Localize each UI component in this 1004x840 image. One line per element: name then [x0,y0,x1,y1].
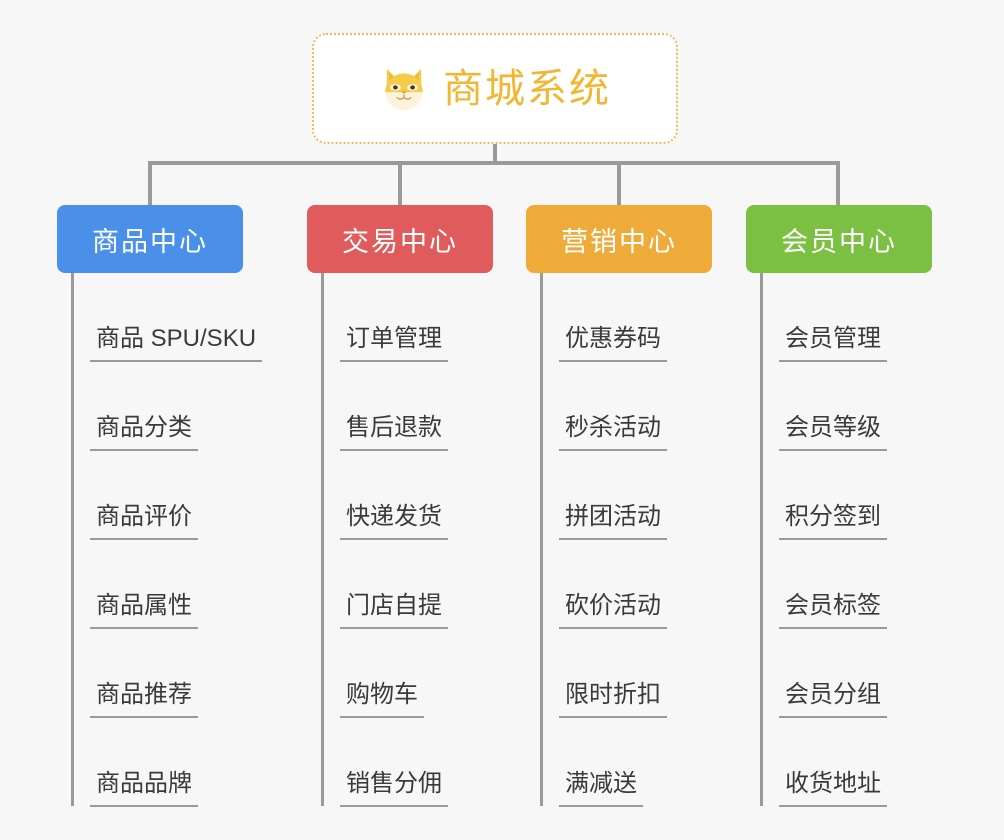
category-column-marketing-center: 营销中心优惠券码秒杀活动拼团活动砍价活动限时折扣满减送 [526,205,712,807]
list-item[interactable]: 拼团活动 [526,451,712,540]
leaf-label: 商品属性 [90,594,198,629]
category-header-trade-center[interactable]: 交易中心 [307,205,493,273]
list-item[interactable]: 订单管理 [307,273,493,362]
leaf-label: 商品评价 [90,505,198,540]
leaf-label: 订单管理 [340,327,448,362]
category-column-member-center: 会员中心会员管理会员等级积分签到会员标签会员分组收货地址 [746,205,932,807]
connector-drop-3 [617,161,621,207]
leaf-label: 商品 SPU/SKU [90,327,263,362]
connector-drop-2 [398,161,402,207]
list-item[interactable]: 积分签到 [746,451,932,540]
list-item[interactable]: 优惠券码 [526,273,712,362]
list-item[interactable]: 商品分类 [57,362,243,451]
category-column-trade-center: 交易中心订单管理售后退款快递发货门店自提购物车销售分佣 [307,205,493,807]
leaf-label: 优惠券码 [559,327,667,362]
leaf-label: 限时折扣 [559,683,667,718]
leaf-label: 商品推荐 [90,683,198,718]
leaf-label: 满减送 [559,772,643,807]
category-header-marketing-center[interactable]: 营销中心 [526,205,712,273]
leaf-label: 会员分组 [779,683,887,718]
connector-drop-4 [836,161,840,207]
leaf-label: 门店自提 [340,594,448,629]
list-item[interactable]: 商品推荐 [57,629,243,718]
list-item[interactable]: 购物车 [307,629,493,718]
list-item[interactable]: 售后退款 [307,362,493,451]
leaf-label: 商品分类 [90,416,198,451]
leaf-label: 会员等级 [779,416,887,451]
leaf-list-product-center: 商品 SPU/SKU 商品分类商品评价商品属性商品推荐商品品牌 [57,273,263,807]
connector-root-stem [493,144,497,164]
leaf-label: 秒杀活动 [559,416,667,451]
category-header-member-center[interactable]: 会员中心 [746,205,932,273]
list-item[interactable]: 商品 SPU/SKU [57,273,263,362]
list-item[interactable]: 会员标签 [746,540,932,629]
leaf-label: 购物车 [340,683,424,718]
leaf-label: 拼团活动 [559,505,667,540]
column-rail-marketing-center [540,273,543,806]
list-item[interactable]: 秒杀活动 [526,362,712,451]
root-node[interactable]: 商城系统 [312,33,678,144]
leaf-label: 商品品牌 [90,772,198,807]
leaf-label: 收货地址 [779,772,887,807]
list-item[interactable]: 限时折扣 [526,629,712,718]
column-rail-product-center [71,273,74,806]
leaf-label: 会员管理 [779,327,887,362]
leaf-label: 积分签到 [779,505,887,540]
leaf-list-marketing-center: 优惠券码秒杀活动拼团活动砍价活动限时折扣满减送 [526,273,712,807]
connector-drop-1 [148,161,152,207]
leaf-label: 砍价活动 [559,594,667,629]
leaf-label: 快递发货 [340,505,448,540]
list-item[interactable]: 商品属性 [57,540,243,629]
list-item[interactable]: 会员管理 [746,273,932,362]
list-item[interactable]: 砍价活动 [526,540,712,629]
column-rail-trade-center [321,273,324,806]
root-title: 商城系统 [443,66,611,111]
list-item[interactable]: 商品品牌 [57,718,243,807]
category-header-product-center[interactable]: 商品中心 [57,205,243,273]
leaf-label: 会员标签 [779,594,887,629]
list-item[interactable]: 销售分佣 [307,718,493,807]
list-item[interactable]: 满减送 [526,718,712,807]
list-item[interactable]: 门店自提 [307,540,493,629]
column-rail-member-center [760,273,763,806]
list-item[interactable]: 会员分组 [746,629,932,718]
leaf-label: 售后退款 [340,416,448,451]
leaf-list-member-center: 会员管理会员等级积分签到会员标签会员分组收货地址 [746,273,932,807]
list-item[interactable]: 收货地址 [746,718,932,807]
leaf-list-trade-center: 订单管理售后退款快递发货门店自提购物车销售分佣 [307,273,493,807]
shiba-dog-face-icon [385,68,423,110]
list-item[interactable]: 会员等级 [746,362,932,451]
connector-horizontal-bus [148,161,840,165]
list-item[interactable]: 快递发货 [307,451,493,540]
list-item[interactable]: 商品评价 [57,451,243,540]
leaf-label: 销售分佣 [340,772,448,807]
category-column-product-center: 商品中心商品 SPU/SKU 商品分类商品评价商品属性商品推荐商品品牌 [57,205,263,807]
